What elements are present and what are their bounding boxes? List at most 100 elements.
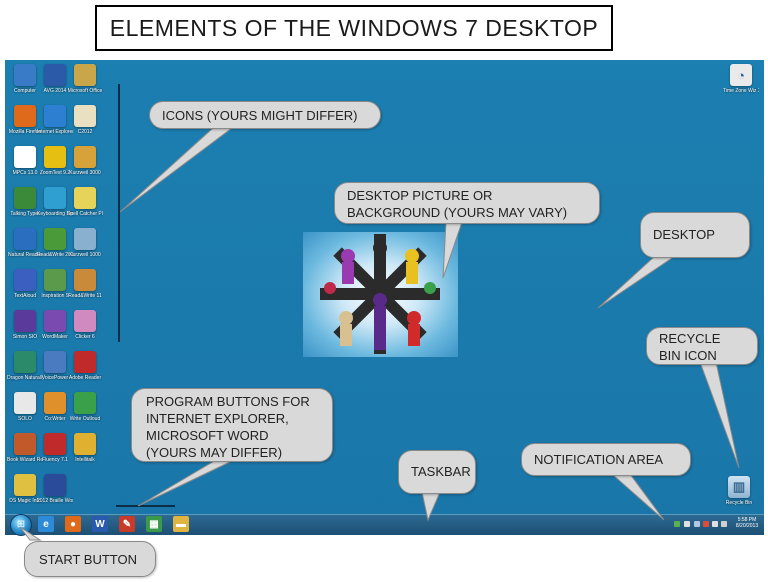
desktop-shortcut-label: Kurzweil 3000 [69,170,101,176]
desktop-shortcut-label: Mozilla Firefox [8,129,42,135]
tray-alert-icon[interactable] [703,521,709,527]
desktop-shortcut[interactable]: Inspiration 9 [38,269,72,309]
desktop-shortcut-label: MPCs 13.0 [12,170,38,176]
callout-taskbar: TASKBAR [398,450,476,494]
desktop-shortcut[interactable]: AVG 2014 [38,64,72,104]
desktop-shortcut-label: DS Magic Info [9,498,41,504]
desktop-shortcut[interactable]: Fluency 7.1 [38,433,72,473]
kurzweil-icon [74,146,96,168]
desktop-shortcut[interactable]: C2012 [68,105,102,145]
computer-icon [14,64,36,86]
desktop-shortcut-label: TextAloud [14,293,36,299]
page-title: ELEMENTS OF THE WINDOWS 7 DESKTOP [95,5,613,51]
desktop-shortcut[interactable]: ZoomText 9.2 [38,146,72,186]
kurzweil1000-icon [74,228,96,250]
desktop-shortcut[interactable]: Computer [8,64,42,104]
desktop-shortcut[interactable]: Kurzweil 3000 [68,146,102,186]
callout-program-buttons: PROGRAM BUTTONS FOR INTERNET EXPLORER, M… [131,388,333,462]
desktop-shortcut-label: Natural Reader [8,252,42,258]
desktop-shortcut[interactable]: Kurzweil 1000 [68,228,102,268]
clicker-icon [74,310,96,332]
desktop-shortcut[interactable]: Simon SIO [8,310,42,350]
desktop-shortcut-label: Spell Catcher Plus [67,211,103,217]
desktop-shortcut-label: SOLO [18,416,32,422]
document-icon [74,105,96,127]
desktop-shortcut[interactable]: Microsoft Office [68,64,102,104]
desktop-shortcut[interactable]: MPCs 13.0 [8,146,42,186]
desktop-shortcut[interactable]: Adobe Reader [68,351,102,391]
desktop-shortcut[interactable]: Keyboarding Pro 5 [37,187,73,227]
folder-icon: ▬ [176,518,186,530]
desktop-shortcut[interactable]: Intellitalk [68,433,102,473]
voicepower-icon [44,351,66,373]
checkmark-icon [74,187,96,209]
desktop-shortcut[interactable]: Read&Write 11 [68,269,102,309]
taskbar[interactable] [5,514,764,535]
desktop-shortcut[interactable]: Write Outloud [68,392,102,432]
desktop-shortcut-label: Talking Typer [10,211,40,217]
tray-wifi-icon[interactable] [712,521,718,527]
desktop-shortcut-label: VoicePower [41,375,69,381]
inspiration-icon [44,269,66,291]
desktop-shortcut[interactable]: Co:Writer [38,392,72,432]
desktop-shortcut[interactable]: Dragon NaturallySpeaking [7,351,43,391]
taskbar-word-button[interactable]: W [92,516,108,532]
mpcs-icon [14,146,36,168]
natural-reader-icon [14,228,36,250]
desktop-shortcut[interactable]: WordMaker [38,310,72,350]
time-zone-icon[interactable]: ◔ Time Zone Wiz 3.0 [723,64,759,104]
callout-desktop-picture: DESKTOP PICTURE OR BACKGROUND (YOURS MAY… [334,182,600,224]
recycle-bin-shortcut[interactable]: ▥ Recycle Bin [722,476,756,516]
desktop-shortcut-label: AVG 2014 [43,88,67,94]
write-outloud-icon [74,392,96,414]
desktop-shortcut-label: ZoomText 9.2 [39,170,71,176]
callout-icons: ICONS (YOURS MIGHT DIFFER) [149,101,381,129]
desktop-shortcut-label: Dragon NaturallySpeaking [7,375,43,381]
desktop-shortcut[interactable]: DS Magic Info [8,474,42,514]
desktop-shortcut[interactable]: Talking Typer [8,187,42,227]
clock-globe-icon: ◔ [730,64,752,86]
ds-icon [14,474,36,496]
taskbar-explorer-button[interactable]: ▬ [173,516,189,532]
desktop-shortcut[interactable]: Internet Explorer [37,105,73,145]
tray-volume-icon[interactable] [721,521,727,527]
desktop-shortcut-label: Intellitalk [75,457,95,463]
tray-security-icon[interactable] [684,521,690,527]
taskbar-firefox-button[interactable]: ● [65,516,81,532]
clock-date: 8/20/2013 [735,523,759,529]
start-button[interactable]: ⊞ [10,514,32,536]
desktop-shortcut[interactable]: Clicker 6 [68,310,102,350]
desktop-shortcut-label: Adobe Reader [68,375,102,381]
callout-desktop: DESKTOP [640,212,750,258]
clock-time: 5:58 PM [737,517,757,523]
taskbar-clock[interactable]: 5:58 PM 8/20/2013 [730,517,764,529]
desktop-shortcut[interactable]: 2012 Braille Word Games [37,474,73,514]
desktop-shortcut-label: Book Wizard Reader [7,457,43,463]
desktop-shortcut-label: C2012 [77,129,93,135]
desktop-shortcut[interactable]: Natural Reader [8,228,42,268]
desktop-shortcut-label: Write Outloud [69,416,101,422]
taskbar-chart-button[interactable]: ▦ [146,516,162,532]
desktop-shortcut[interactable]: SOLO [8,392,42,432]
desktop-shortcut[interactable]: Mozilla Firefox [8,105,42,145]
simon-sio-icon [14,310,36,332]
desktop-shortcut[interactable]: Book Wizard Reader [7,433,43,473]
desktop-shortcut[interactable]: Read&Write 2013 PROF [37,228,73,268]
people-circle-graphic [320,234,440,354]
tray-network-icon[interactable] [674,521,680,527]
keyboarding-icon [44,187,66,209]
tray-flag-icon[interactable] [694,521,700,527]
chart-icon: ▦ [149,518,159,530]
desktop-shortcut[interactable]: VoicePower [38,351,72,391]
paint-icon: ✎ [122,518,132,530]
program-buttons-indicator-line [116,505,175,507]
desktop-shortcut[interactable]: TextAloud [8,269,42,309]
desktop-shortcut-label: Keyboarding Pro 5 [37,211,73,217]
desktop-shortcut[interactable]: Spell Catcher Plus [67,187,103,227]
fluency-icon [44,433,66,455]
taskbar-ie-button[interactable]: e [38,516,54,532]
readwrite11-icon [74,269,96,291]
cowriter-icon [44,392,66,414]
firefox-icon: ● [69,518,77,530]
taskbar-paint-button[interactable]: ✎ [119,516,135,532]
